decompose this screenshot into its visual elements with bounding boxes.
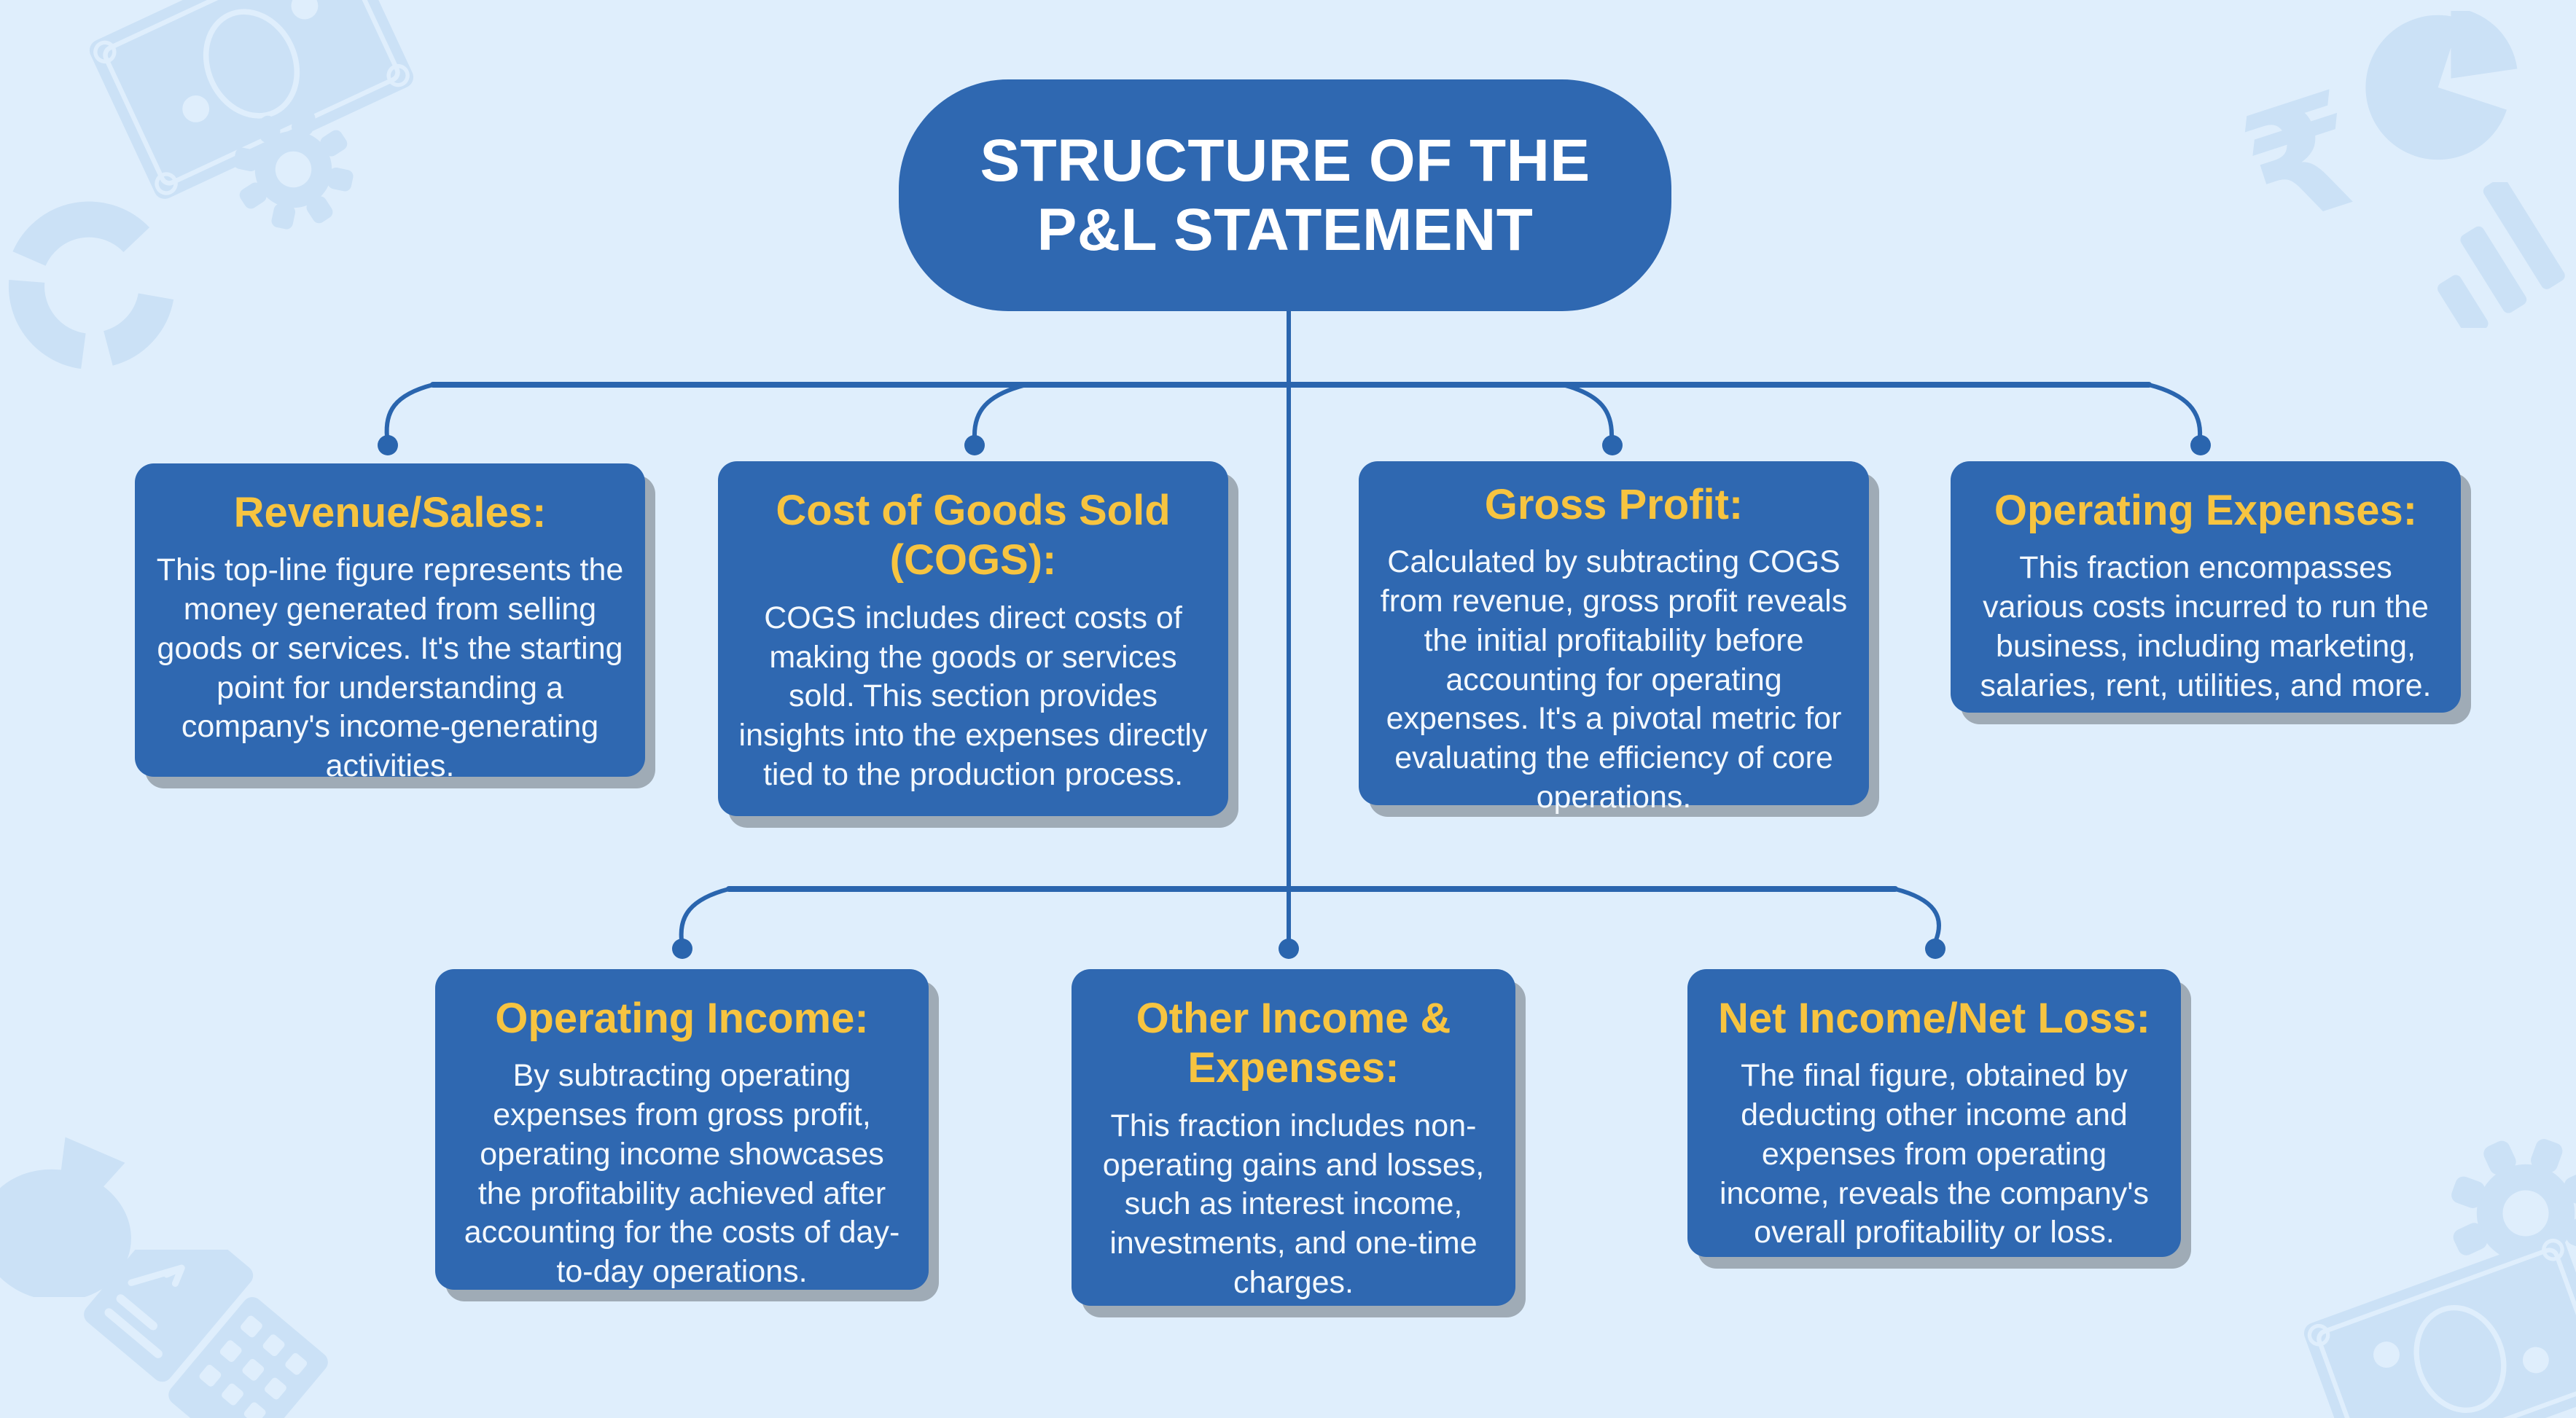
drop-revenue [384, 383, 435, 439]
node-description: By subtracting operating expenses from g… [464, 1058, 900, 1290]
node-operating-income: Operating Income: By subtracting operati… [435, 969, 929, 1290]
connector-dot [2190, 435, 2211, 455]
node-revenue-sales: Revenue/Sales: This top-line figure repr… [135, 463, 645, 783]
node-heading: Operating Income: [495, 995, 869, 1042]
connector-dot [672, 939, 692, 959]
page-title: STRUCTURE OF THE P&L STATEMENT [899, 79, 1671, 311]
drop-gross [1561, 383, 1615, 439]
drop-cogs [972, 383, 1029, 439]
drop-net [1893, 887, 1941, 942]
node-cogs: Cost of Goods Sold (COGS): COGS includes… [718, 461, 1228, 816]
node-heading: Operating Expenses: [1994, 487, 2418, 534]
drop-opex [2147, 383, 2203, 439]
node-other-income-expenses: Other Income & Expenses: This fraction i… [1072, 969, 1515, 1306]
connector-dot [378, 435, 398, 455]
connector-dot [1602, 435, 1623, 455]
connector-dot [1279, 939, 1299, 959]
node-operating-expenses: Operating Expenses: This fraction encomp… [1951, 461, 2461, 713]
connector-dot [964, 435, 985, 455]
node-gross-profit: Gross Profit: Calculated by subtracting … [1359, 461, 1869, 815]
node-heading: Gross Profit: [1484, 481, 1744, 528]
node-description: This fraction encompasses various costs … [1980, 550, 2432, 703]
node-description: COGS includes direct costs of making the… [738, 600, 1208, 792]
node-heading: Cost of Goods Sold (COGS): [776, 487, 1171, 584]
page-title-line-1: STRUCTURE OF THE [980, 127, 1591, 194]
node-description: Calculated by subtracting COGS from reve… [1380, 544, 1848, 815]
page-title-line-2: P&L STATEMENT [1037, 197, 1534, 263]
node-heading: Net Income/Net Loss: [1718, 995, 2150, 1042]
node-net-income-net-loss: Net Income/Net Loss: The final figure, o… [1687, 969, 2181, 1257]
node-description: This top-line figure represents the mone… [156, 552, 624, 784]
connector-dot [1925, 939, 1945, 959]
drop-opinc [679, 887, 731, 942]
node-description: The final figure, obtained by deducting … [1720, 1058, 2149, 1250]
node-description: This fraction includes non-operating gai… [1102, 1108, 1485, 1300]
node-heading: Revenue/Sales: [233, 489, 547, 536]
node-heading: Other Income & Expenses: [1136, 995, 1451, 1092]
